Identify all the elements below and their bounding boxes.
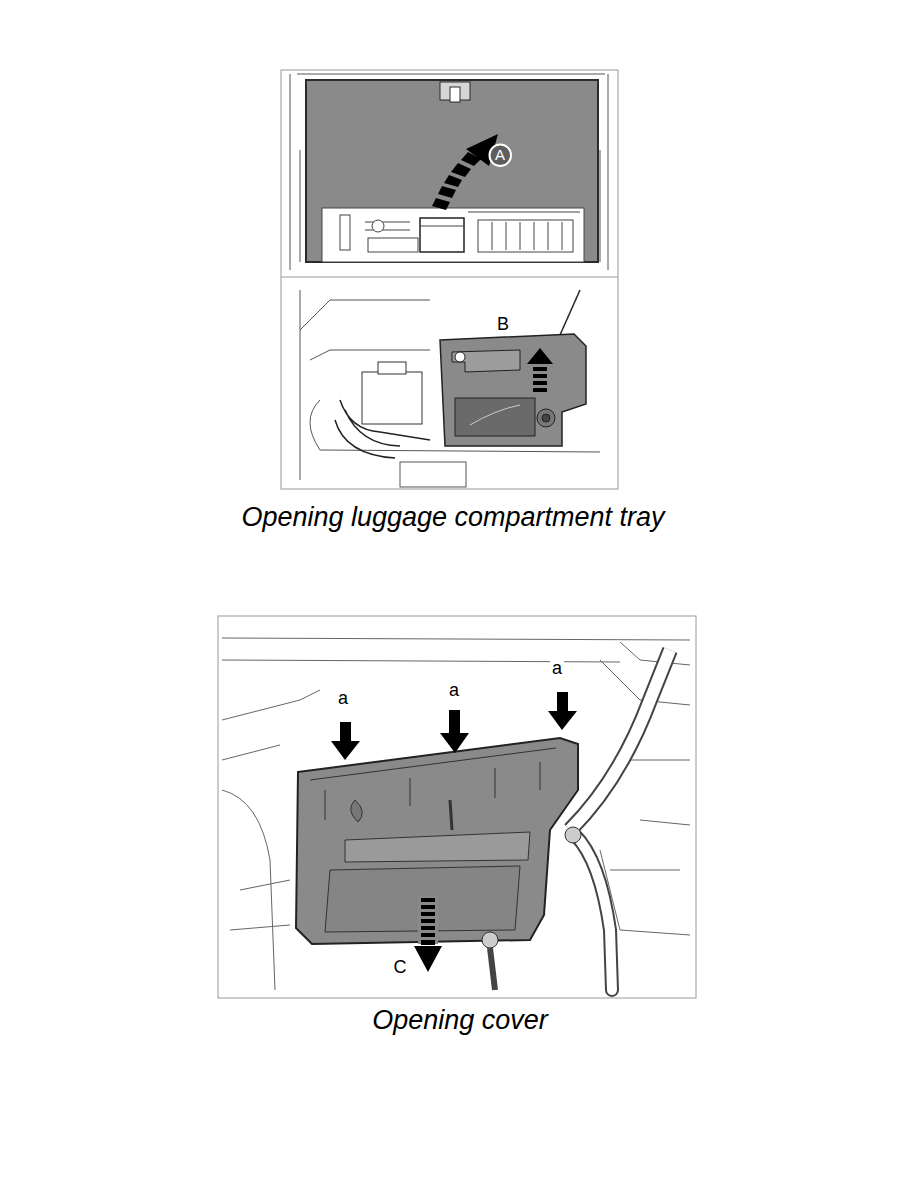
callout-letter: C (392, 958, 409, 978)
callout-letter: a (336, 689, 350, 709)
figure-caption: Opening luggage compartment tray (239, 503, 666, 533)
tray-figure (281, 70, 618, 489)
circle-shape (489, 144, 511, 166)
callout-letter: a (550, 659, 564, 679)
callout-letter: B (495, 315, 511, 335)
figure-caption: Opening cover (370, 1006, 550, 1036)
callout-circle: A (488, 143, 513, 168)
callout-letter: A (495, 147, 505, 164)
callout-letter: a (447, 681, 461, 701)
cover-figure (218, 616, 696, 998)
